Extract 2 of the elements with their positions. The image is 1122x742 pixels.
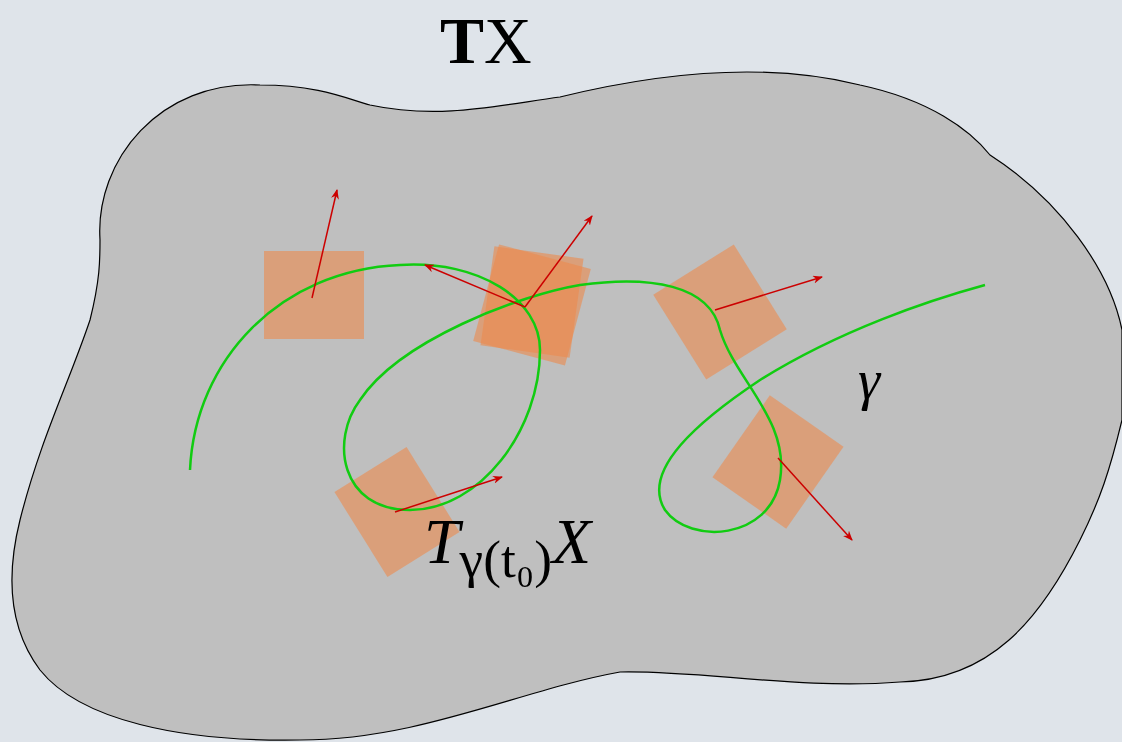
- tangent-space-label: T$_{γ(t₀)}$X: [424, 510, 592, 587]
- space-label: TX: [440, 8, 532, 74]
